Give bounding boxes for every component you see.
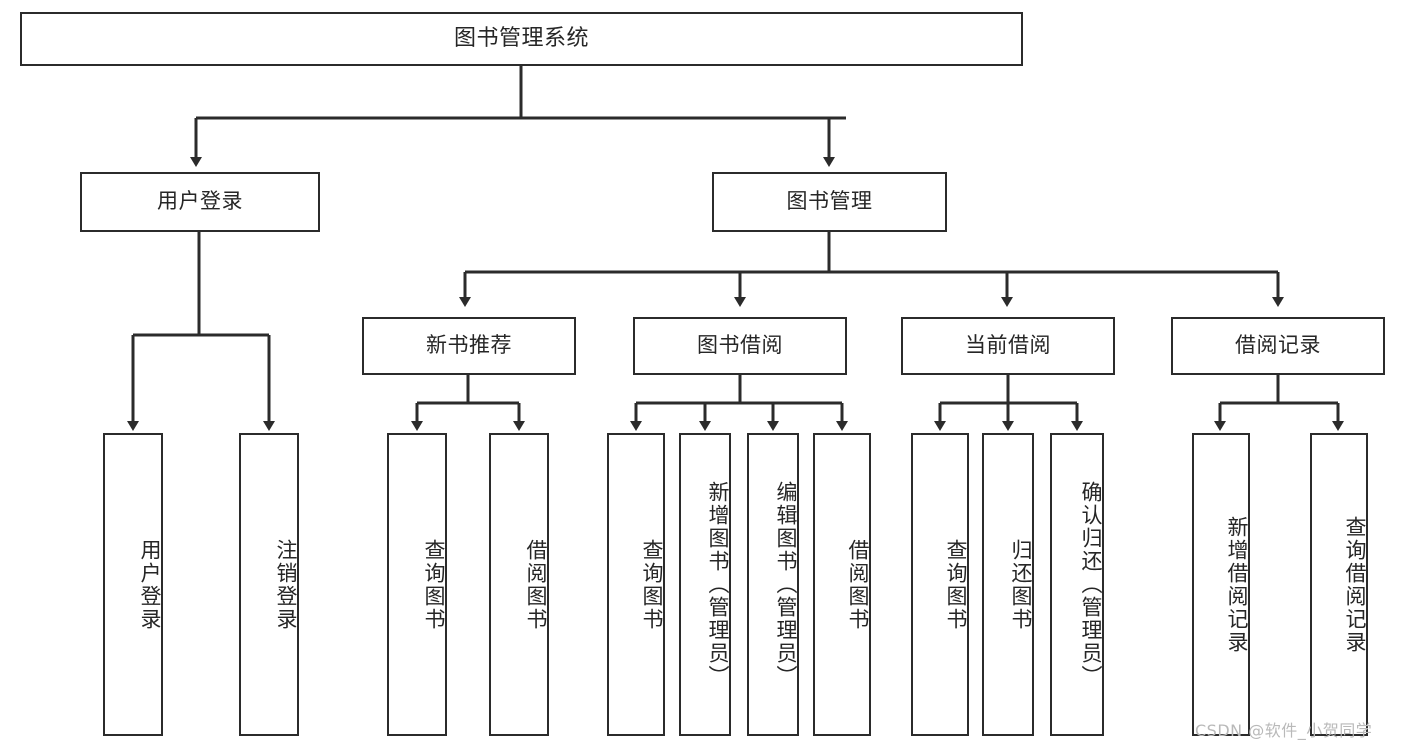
node-user-login[interactable]: 用户登录 (80, 172, 320, 232)
node-new-book-recommendation[interactable]: 新书推荐 (362, 317, 576, 375)
leaf-add-borrowing-record[interactable]: 新增借阅记录 (1192, 433, 1250, 736)
node-borrowing-record[interactable]: 借阅记录 (1171, 317, 1385, 375)
leaf-add-book-admin[interactable]: 新增图书（管理员） (679, 433, 731, 736)
leaf-borrow-book-borrowing[interactable]: 借阅图书 (813, 433, 871, 736)
leaf-edit-book-admin[interactable]: 编辑图书（管理员） (747, 433, 799, 736)
node-book-management[interactable]: 图书管理 (712, 172, 947, 232)
leaf-confirm-return-admin[interactable]: 确认归还（管理员） (1050, 433, 1104, 736)
leaf-logout[interactable]: 注销登录 (239, 433, 299, 736)
leaf-query-borrowing-record[interactable]: 查询借阅记录 (1310, 433, 1368, 736)
leaf-return-book[interactable]: 归还图书 (982, 433, 1034, 736)
node-root-book-management-system[interactable]: 图书管理系统 (20, 12, 1023, 66)
node-current-borrowing[interactable]: 当前借阅 (901, 317, 1115, 375)
leaf-query-book-borrowing[interactable]: 查询图书 (607, 433, 665, 736)
node-book-borrowing[interactable]: 图书借阅 (633, 317, 847, 375)
leaf-query-book-new-book-rec[interactable]: 查询图书 (387, 433, 447, 736)
leaf-user-login[interactable]: 用户登录 (103, 433, 163, 736)
watermark-credit: CSDN @软件_小贺同学 (1195, 721, 1373, 740)
leaf-query-book-current-borrow[interactable]: 查询图书 (911, 433, 969, 736)
leaf-borrow-book-new-book-rec[interactable]: 借阅图书 (489, 433, 549, 736)
